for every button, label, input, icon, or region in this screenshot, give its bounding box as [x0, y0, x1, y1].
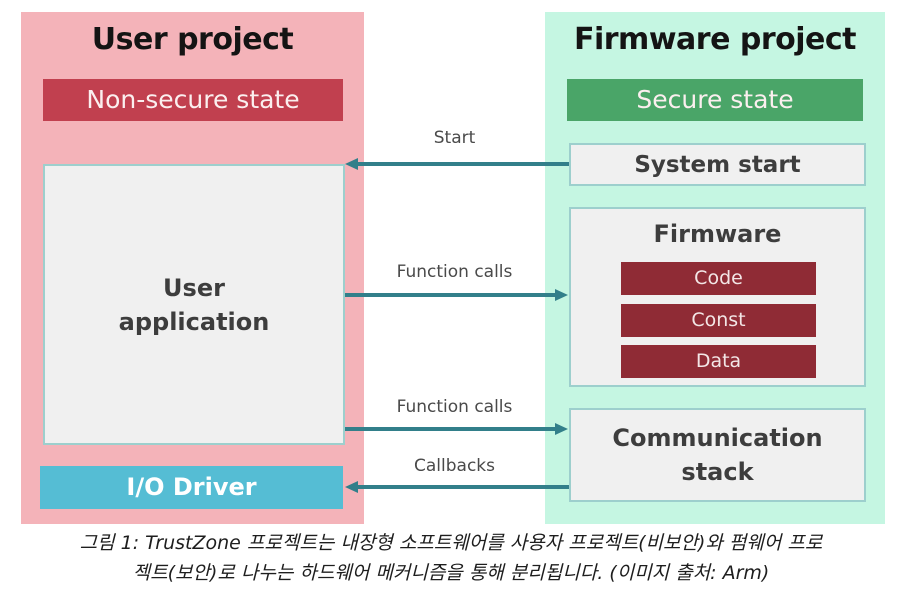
communication-stack-label-line2: stack	[681, 458, 754, 486]
arrow-function-calls-2	[345, 423, 568, 435]
arrow-callbacks	[345, 481, 569, 493]
figure-caption: 그림 1: TrustZone 프로젝트는 내장형 소프트웨어를 사용자 프로젝…	[0, 528, 902, 588]
caption-line-2: 젝트(보안)로 나누는 하드웨어 메커니즘을 통해 분리됩니다. (이미지 출처…	[132, 562, 770, 584]
secure-state-badge: Secure state	[567, 79, 863, 121]
firmware-project-title: Firmware project	[573, 22, 857, 57]
memory-section-data: Data	[621, 345, 816, 378]
user-application-label-line2: application	[118, 307, 270, 336]
memory-section-code: Code	[621, 262, 816, 295]
communication-stack-label-line1: Communication	[612, 424, 823, 452]
user-project-title: User project	[91, 22, 294, 57]
system-start-box: System start	[569, 143, 866, 186]
user-application-label-line1: User	[163, 273, 225, 302]
arrow-label-function-calls-2: Function calls	[396, 397, 513, 417]
arrow-label-callbacks: Callbacks	[414, 456, 495, 476]
non-secure-state-badge: Non-secure state	[43, 79, 343, 121]
arrow-start	[345, 158, 569, 170]
memory-section-const: Const	[621, 304, 816, 337]
communication-stack-box: Communication stack	[569, 408, 866, 502]
caption-line-1: 그림 1: TrustZone 프로젝트는 내장형 소프트웨어를 사용자 프로젝…	[79, 532, 823, 554]
user-application-box: User application	[43, 164, 345, 445]
io-driver-box: I/O Driver	[40, 466, 343, 509]
arrow-label-function-calls-1: Function calls	[396, 262, 513, 282]
arrow-function-calls-1	[345, 289, 568, 301]
firmware-label: Firmware	[653, 220, 782, 248]
arrow-label-start: Start	[433, 128, 476, 148]
